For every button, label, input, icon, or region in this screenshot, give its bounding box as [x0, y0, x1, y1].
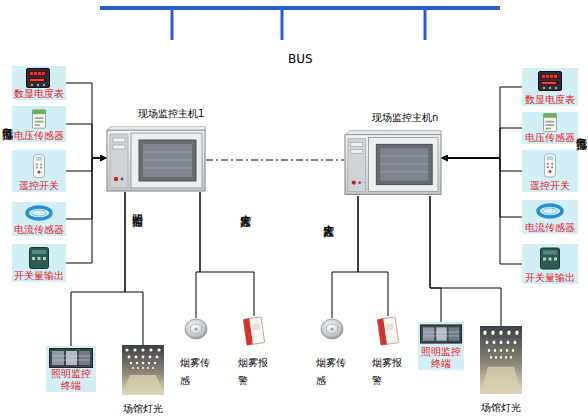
photo-caption: 场馆灯光: [481, 402, 521, 414]
meter-icon: [539, 72, 562, 91]
device-box: 电流传感器: [12, 202, 66, 236]
device-label: 电压传感器: [525, 132, 575, 144]
group-label: 火灾监控: [239, 205, 251, 209]
voltage-sensor-icon: [544, 113, 557, 131]
bus-drop: [424, 8, 427, 40]
device-label: 数显电度表: [14, 88, 64, 100]
device-box: 电压传感器: [12, 106, 66, 142]
device-label: 照明监控终端: [421, 346, 461, 370]
connector: [430, 196, 441, 322]
computer-icon: [345, 131, 441, 195]
venue-lights-photo: [122, 345, 164, 395]
current-sensor-icon: [27, 207, 51, 219]
sensor-box: 烟雾报警: [238, 316, 270, 390]
group-label: 电气监控: [575, 128, 587, 132]
switch-output-icon: [30, 248, 49, 269]
host-label: 现场监控主机1: [138, 108, 204, 120]
device-label: 电压传感器: [14, 130, 64, 142]
sensor-box: 烟雾报警: [372, 316, 404, 390]
connector: [206, 160, 344, 161]
photo-caption: 场馆灯光: [123, 403, 163, 415]
bus-bar: [100, 6, 500, 10]
connector: [66, 158, 106, 219]
connector: [66, 124, 106, 158]
lights-photo: 场馆灯光: [480, 326, 522, 394]
terminal-icon: [420, 325, 461, 343]
device-box: 电流传感器: [522, 200, 578, 234]
device-box: 遥控开关: [12, 150, 66, 192]
device-label: 遥控开关: [19, 180, 59, 192]
device-label: 电流传感器: [525, 222, 575, 234]
smoke-sensor-icon: [185, 319, 207, 339]
terminal-box: 照明监控终端: [418, 322, 464, 370]
host-label: 现场监控主机n: [372, 112, 438, 124]
device-box: 开关量输出: [12, 244, 66, 282]
sensor-label: 烟雾报警: [238, 354, 270, 390]
connector: [442, 158, 522, 217]
sensor-box: 烟雾传感: [316, 318, 348, 390]
venue-lights-photo: [480, 326, 522, 394]
current-sensor-icon: [538, 205, 562, 217]
connector-layer: [66, 83, 522, 346]
device-label: 开关量输出: [525, 272, 575, 284]
connector: [332, 196, 358, 318]
bus-line: [100, 8, 500, 40]
connector: [442, 158, 522, 171]
group-label: 电气监控: [1, 118, 13, 122]
remote-switch-icon: [33, 154, 44, 177]
sensor-label: 烟雾报警: [372, 354, 404, 390]
device-box: 遥控开关: [522, 150, 578, 192]
smoke-alarm-icon: [243, 317, 264, 345]
device-label: 遥控开关: [530, 180, 570, 192]
sensor-label: 烟雾传感: [180, 354, 212, 390]
host-computer: 现场监控主机n: [344, 130, 442, 196]
device-label: 电流传感器: [14, 224, 64, 236]
bus-drop: [281, 8, 284, 40]
device-label: 照明监控终端: [51, 368, 91, 392]
host-computer: 现场监控主机1: [106, 126, 206, 192]
voltage-sensor-icon: [32, 110, 45, 128]
connector: [125, 192, 143, 345]
connector: [66, 158, 106, 263]
device-box: 电压传感器: [522, 112, 578, 144]
device-box: 开关量输出: [522, 244, 578, 284]
smoke-alarm-icon: [377, 317, 398, 345]
connector: [66, 83, 106, 158]
bus-drop: [171, 8, 174, 40]
connector: [442, 87, 522, 158]
sensor-box: 烟雾传感: [180, 318, 212, 390]
device-box: 数显电度表: [12, 66, 66, 100]
connector: [66, 158, 106, 171]
connector: [196, 192, 200, 318]
bus-label: BUS: [288, 52, 313, 66]
switch-output-icon: [541, 248, 560, 269]
device-box: 数显电度表: [522, 68, 578, 106]
connector: [442, 158, 522, 264]
lights-photo: 场馆灯光: [122, 345, 164, 395]
connector: [430, 196, 501, 326]
device-label: 数显电度表: [525, 94, 575, 106]
device-label: 开关量输出: [14, 270, 64, 282]
computer-icon: [107, 126, 205, 191]
group-label: 火灾监控: [322, 215, 334, 219]
connector: [442, 128, 522, 158]
connector: [71, 192, 125, 346]
terminal-icon: [50, 349, 93, 368]
terminal-box: 照明监控终端: [46, 346, 96, 392]
smoke-sensor-icon: [321, 319, 343, 339]
connector: [200, 192, 254, 316]
remote-switch-icon: [544, 154, 555, 177]
connector: [358, 196, 388, 316]
meter-icon: [27, 69, 50, 88]
sensor-label: 烟雾传感: [316, 354, 348, 390]
group-label: 照明监控: [131, 205, 143, 209]
